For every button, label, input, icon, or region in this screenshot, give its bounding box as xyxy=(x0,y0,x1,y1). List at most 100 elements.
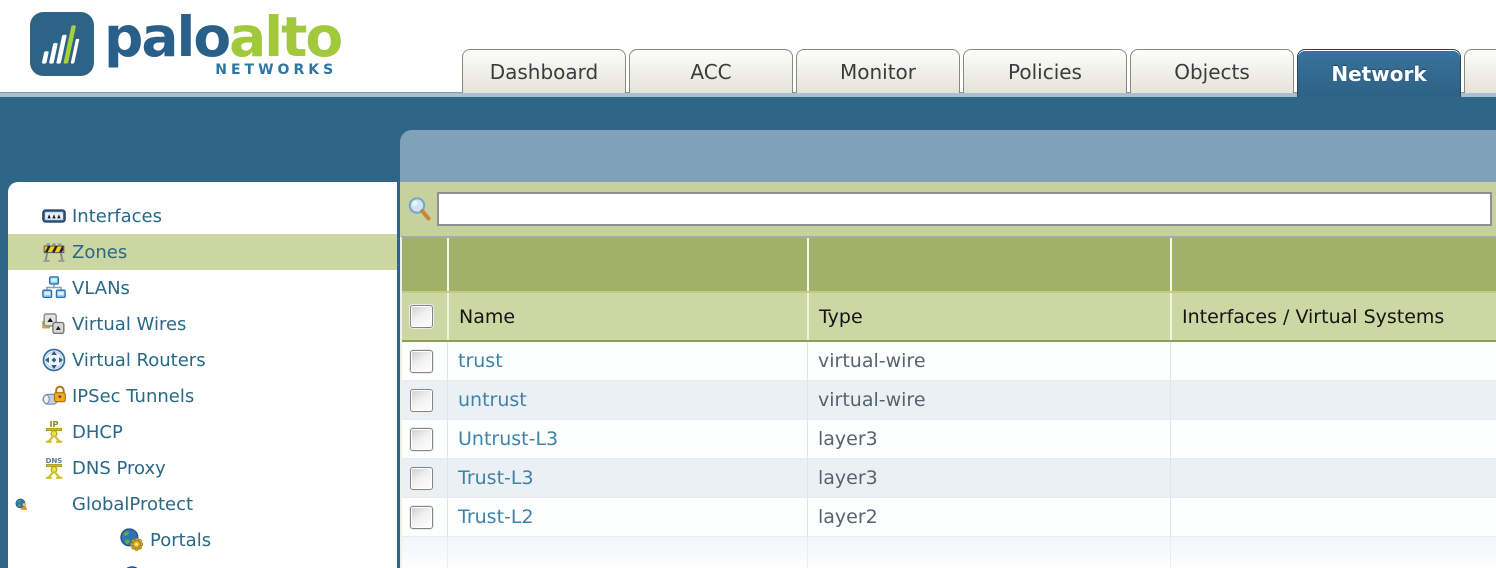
table-column-headers: Name Type Interfaces / Virtual Systems xyxy=(402,293,1496,342)
paloalto-logo-icon xyxy=(30,12,94,76)
tab-bar: Dashboard ACC Monitor Policies Objects Networ… xyxy=(462,49,1496,97)
select-all-checkbox[interactable] xyxy=(410,305,433,328)
dns-proxy-icon xyxy=(42,456,66,480)
sidebar-item-partial[interactable] xyxy=(8,558,397,568)
search-input[interactable] xyxy=(437,192,1492,226)
zone-interfaces xyxy=(1170,420,1496,458)
sidebar-item-dns-proxy[interactable]: DNS Proxy xyxy=(8,450,397,486)
zone-type: layer3 xyxy=(807,459,1170,497)
zone-interfaces xyxy=(1170,342,1496,380)
row-name-cell: trust xyxy=(447,342,807,380)
tab-label: Network xyxy=(1331,61,1427,86)
virtual-wires-icon xyxy=(42,312,66,336)
chevron-down-icon[interactable] xyxy=(14,498,29,510)
sidebar-item-ipsec-tunnels[interactable]: IPSec Tunnels xyxy=(8,378,397,414)
sidebar-item-dhcp[interactable]: DHCP xyxy=(8,414,397,450)
zone-interfaces xyxy=(1170,381,1496,419)
table-body: trust virtual-wire untrust virtual-wire … xyxy=(402,342,1496,537)
row-checkbox[interactable] xyxy=(410,349,433,373)
tab-acc[interactable]: ACC xyxy=(629,49,793,93)
row-checkbox-cell xyxy=(402,459,447,497)
zone-interfaces xyxy=(1170,459,1496,497)
sidebar-item-portals[interactable]: Portals xyxy=(8,522,397,558)
dhcp-icon xyxy=(42,420,66,444)
row-checkbox-cell xyxy=(402,342,447,380)
sidebar-item-label: VLANs xyxy=(72,277,130,299)
zone-name-link[interactable]: Trust-L3 xyxy=(458,467,534,489)
group-header-cell xyxy=(807,238,1170,291)
column-header-name[interactable]: Name xyxy=(447,293,807,340)
sidebar-item-label: DHCP xyxy=(72,421,123,443)
row-name-cell: Trust-L3 xyxy=(447,459,807,497)
table-row[interactable]: Untrust-L3 layer3 xyxy=(402,420,1496,459)
sidebar-item-virtual-wires[interactable]: Virtual Wires xyxy=(8,306,397,342)
tab-monitor[interactable]: Monitor xyxy=(796,49,960,93)
sidebar: Interfaces Zones VLANs Virtual Wires Vir… xyxy=(8,182,397,568)
brand-networks-label: NETWORKS xyxy=(215,62,338,78)
sidebar-item-vlans[interactable]: VLANs xyxy=(8,270,397,306)
app-header: paloalto NETWORKS Dashboard ACC Monitor Pol… xyxy=(0,0,1496,97)
table-row[interactable]: Trust-L2 layer2 xyxy=(402,498,1496,537)
row-name-cell: Trust-L2 xyxy=(447,498,807,536)
search-icon[interactable] xyxy=(406,195,433,223)
sidebar-item-label: Interfaces xyxy=(72,205,162,227)
sidebar-item-globalprotect[interactable]: GlobalProtect xyxy=(8,486,397,522)
sidebar-item-label: Virtual Wires xyxy=(72,313,187,335)
tab-objects[interactable]: Objects xyxy=(1130,49,1294,93)
column-header-type[interactable]: Type xyxy=(807,293,1170,340)
zone-name-link[interactable]: trust xyxy=(458,350,503,372)
table-row[interactable]: trust virtual-wire xyxy=(402,342,1496,381)
content-background: Interfaces Zones VLANs Virtual Wires Vir… xyxy=(0,97,1496,568)
sidebar-item-interfaces[interactable]: Interfaces xyxy=(8,198,397,234)
sidebar-item-label: Portals xyxy=(150,529,212,551)
globalprotect-icon xyxy=(42,492,66,516)
tab-network[interactable]: Network xyxy=(1297,49,1461,97)
group-header-cell xyxy=(1170,238,1496,291)
tab-policies[interactable]: Policies xyxy=(963,49,1127,93)
zone-name-link[interactable]: untrust xyxy=(458,389,527,411)
tab-label: Policies xyxy=(1008,59,1082,84)
zone-name-link[interactable]: Trust-L2 xyxy=(458,506,534,528)
sidebar-item-label: IPSec Tunnels xyxy=(72,385,195,407)
main-panel: Name Type Interfaces / Virtual Systems t… xyxy=(400,130,1496,568)
brand-wordmark: paloalto xyxy=(104,5,343,69)
sidebar-item-label: Zones xyxy=(72,241,128,263)
panel-header-strip xyxy=(400,130,1496,182)
group-header-cell xyxy=(402,238,447,291)
row-name-cell: untrust xyxy=(447,381,807,419)
table-empty-area xyxy=(402,537,1496,568)
sidebar-item-virtual-routers[interactable]: Virtual Routers xyxy=(8,342,397,378)
sidebar-item-zones[interactable]: Zones xyxy=(8,234,397,270)
tab-label: Monitor xyxy=(839,59,917,84)
tab-label: ACC xyxy=(690,59,732,84)
row-checkbox[interactable] xyxy=(410,505,433,529)
expander-slot xyxy=(8,498,42,510)
indent-spacer xyxy=(8,540,86,541)
sidebar-item-label: GlobalProtect xyxy=(72,493,194,515)
row-checkbox-cell xyxy=(402,381,447,419)
portals-icon xyxy=(120,528,144,552)
brand-word-palo: palo xyxy=(104,5,231,69)
row-checkbox[interactable] xyxy=(410,466,433,490)
header-accent-line xyxy=(0,93,1496,97)
zone-name-link[interactable]: Untrust-L3 xyxy=(458,428,559,450)
row-checkbox-cell xyxy=(402,420,447,458)
tab-partial[interactable] xyxy=(1464,49,1496,93)
brand-text: paloalto NETWORKS xyxy=(104,5,343,78)
tab-label: Dashboard xyxy=(489,59,599,84)
table-row[interactable]: Trust-L3 layer3 xyxy=(402,459,1496,498)
search-toolbar xyxy=(400,182,1496,236)
interfaces-icon xyxy=(42,204,66,228)
group-header-cell xyxy=(447,238,807,291)
row-checkbox-cell xyxy=(402,498,447,536)
zone-type: layer2 xyxy=(807,498,1170,536)
row-checkbox[interactable] xyxy=(410,388,433,412)
sidebar-item-label: DNS Proxy xyxy=(72,457,166,479)
table-row[interactable]: untrust virtual-wire xyxy=(402,381,1496,420)
row-checkbox[interactable] xyxy=(410,427,433,451)
column-header-interfaces[interactable]: Interfaces / Virtual Systems xyxy=(1170,293,1496,340)
table-group-header xyxy=(402,238,1496,293)
select-all-cell xyxy=(402,293,447,340)
tab-dashboard[interactable]: Dashboard xyxy=(462,49,626,93)
